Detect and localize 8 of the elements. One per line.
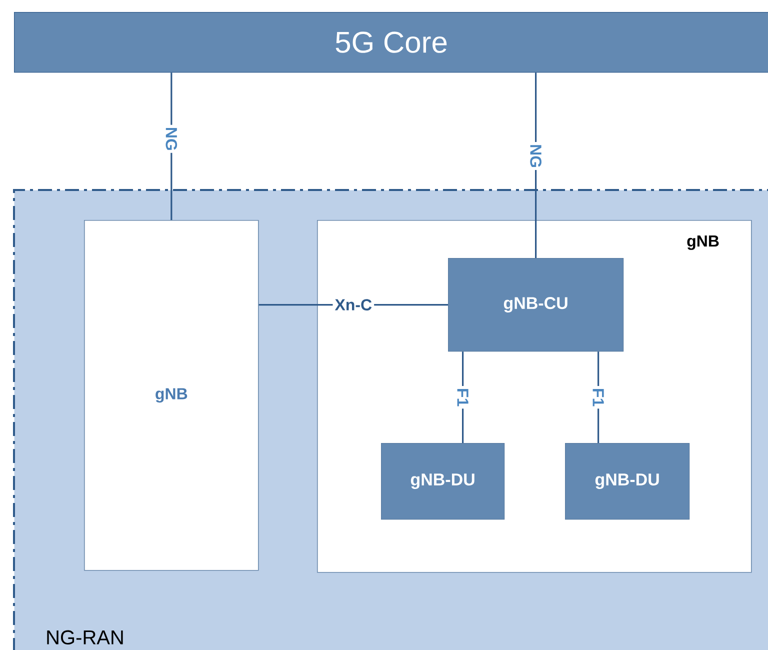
unit-box: gNB-CU xyxy=(448,258,624,352)
node-box: gNB xyxy=(84,220,259,571)
unit-box: gNB-DU xyxy=(381,443,505,520)
edge-label: NG xyxy=(164,124,180,153)
edge-label: NG xyxy=(528,142,544,170)
edge-label: Xn-C xyxy=(332,297,374,312)
unit-box: gNB-DU xyxy=(565,443,690,520)
core-bar: 5G Core xyxy=(14,12,768,73)
